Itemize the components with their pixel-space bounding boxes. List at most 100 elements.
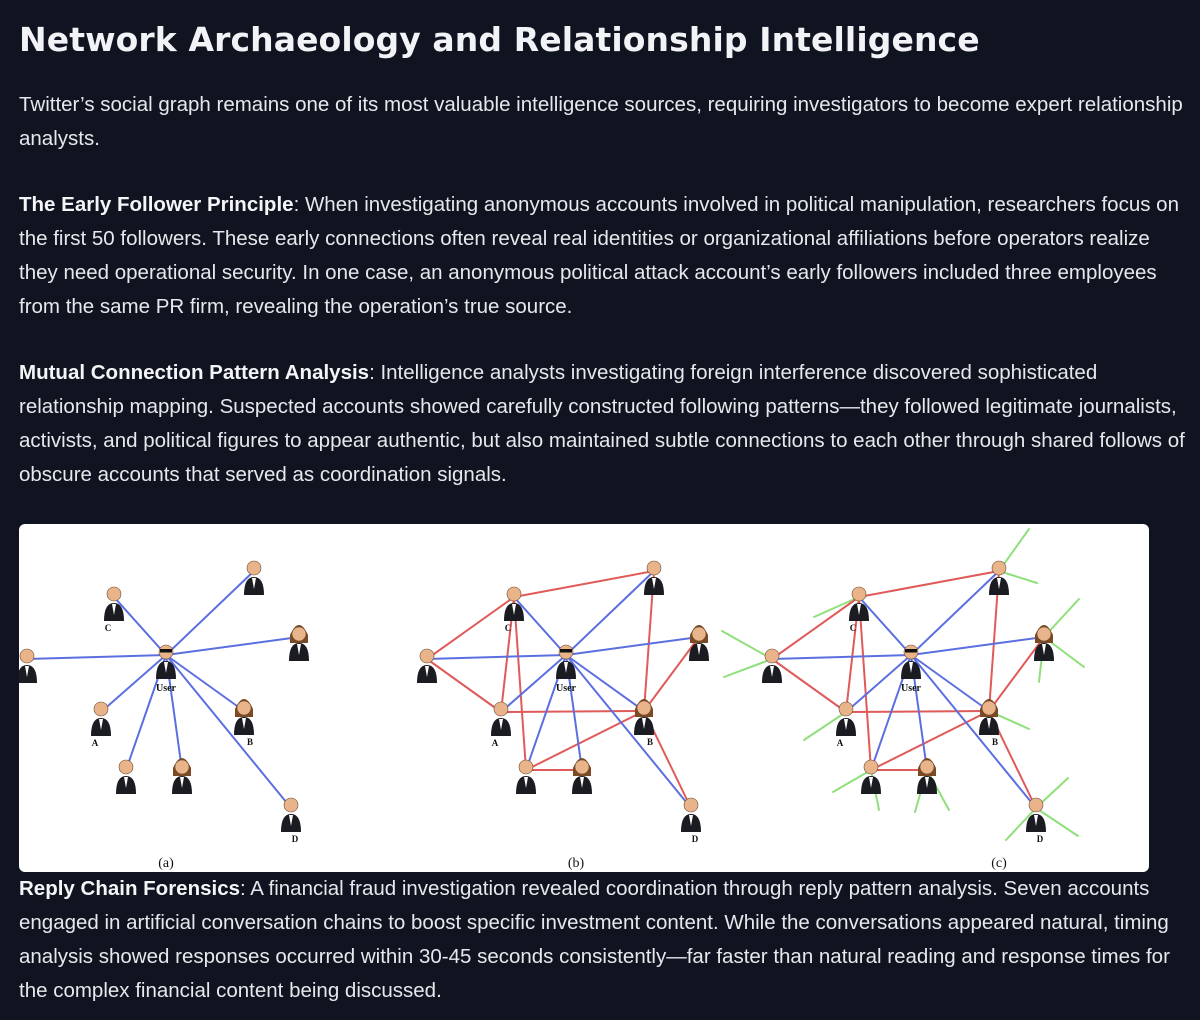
shirt [99, 719, 103, 730]
outer-edge [813, 596, 860, 618]
section-body: : Intelligence analysts investigating fo… [19, 361, 1185, 486]
head [291, 626, 307, 642]
section-heading: Reply Chain Forensics [19, 877, 241, 900]
head [919, 759, 935, 775]
head [246, 560, 262, 576]
peer-edge [426, 658, 502, 713]
sunglasses [560, 649, 572, 653]
node-label: A [92, 738, 99, 748]
peer-edge [858, 570, 1000, 598]
shirt [770, 666, 774, 677]
shirt [499, 719, 503, 730]
head [506, 586, 522, 602]
head [283, 797, 299, 813]
head [118, 759, 134, 775]
node-label: B [992, 737, 998, 747]
follower-node [516, 759, 536, 794]
peer-edge [525, 710, 645, 771]
shirt [697, 644, 701, 655]
user-edge [426, 654, 567, 660]
head [981, 700, 997, 716]
shirt [997, 578, 1001, 589]
head [419, 648, 435, 664]
panel-label: (c) [991, 856, 1007, 871]
shirt [689, 815, 693, 826]
shirt [857, 604, 861, 615]
panel-label: (a) [158, 856, 174, 871]
follower-node [634, 699, 654, 735]
follower-node [572, 758, 592, 794]
outer-edge [832, 769, 872, 793]
peer-edge [513, 596, 527, 771]
node-label: C [505, 623, 512, 633]
peer-edge [870, 710, 990, 771]
shirt [564, 662, 568, 673]
outer-edge [1035, 807, 1079, 837]
node-label: B [247, 737, 253, 747]
shirt [909, 662, 913, 673]
follower-node [116, 759, 136, 794]
outer-edge [998, 570, 1038, 584]
head [1036, 626, 1052, 642]
node-label: C [105, 623, 112, 633]
shirt [297, 644, 301, 655]
user-edge [910, 570, 1000, 656]
head [991, 560, 1007, 576]
shirt [164, 662, 168, 673]
head [493, 701, 509, 717]
follower-node [849, 586, 869, 621]
user-edge [858, 596, 912, 656]
follower-node [104, 586, 124, 621]
user-edge [165, 570, 255, 656]
follower-node [244, 560, 264, 595]
section-heading: The Early Follower Principle [19, 193, 294, 216]
follower-node [19, 648, 37, 683]
user-label: User [901, 683, 922, 694]
shirt [524, 777, 528, 788]
user-edge [771, 654, 912, 660]
shirt [112, 604, 116, 615]
peer-edge [513, 570, 655, 598]
user-edge [500, 654, 567, 713]
section-body: : When investigating anonymous accounts … [19, 193, 1179, 318]
node-label: A [837, 738, 844, 748]
peer-edge [988, 636, 1045, 712]
sunglasses [160, 649, 172, 653]
peer-edge [426, 596, 515, 660]
shirt [844, 719, 848, 730]
intro-paragraph: Twitter’s social graph remains one of it… [19, 93, 1183, 150]
follower-node [917, 758, 937, 794]
shirt [987, 718, 991, 729]
shirt [25, 666, 29, 677]
head [863, 759, 879, 775]
head [19, 648, 35, 664]
follower-node [504, 586, 524, 621]
follower-node [172, 758, 192, 794]
follower-node [644, 560, 664, 595]
user-edge [513, 596, 567, 656]
head [683, 797, 699, 813]
head [574, 759, 590, 775]
user-label: User [156, 683, 177, 694]
shirt [1034, 815, 1038, 826]
outer-edge [723, 658, 773, 678]
head [236, 700, 252, 716]
follower-node [289, 625, 309, 661]
head [691, 626, 707, 642]
shirt [180, 777, 184, 788]
head [851, 586, 867, 602]
shirt [289, 815, 293, 826]
follower-node [1026, 797, 1046, 832]
body [19, 665, 37, 683]
user-edge [845, 654, 912, 713]
user-edge [100, 654, 167, 713]
outer-edge [1005, 807, 1037, 841]
user-edge [113, 596, 167, 656]
head [174, 759, 190, 775]
head [764, 648, 780, 664]
peer-edge [643, 636, 700, 712]
outer-edge [721, 630, 773, 660]
